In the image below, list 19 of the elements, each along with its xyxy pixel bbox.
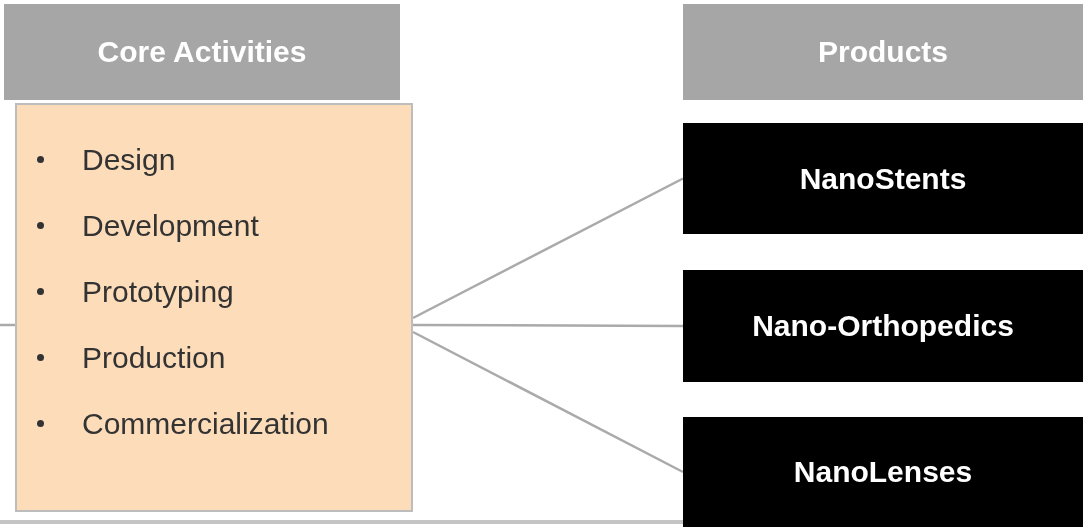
box-label: Nano-Orthopedics (752, 309, 1014, 343)
list-item: Design (82, 142, 176, 177)
connector-line (412, 177, 684, 320)
box-label: NanoLenses (793, 455, 973, 489)
activities-box (15, 103, 413, 512)
box-label: Core Activities (97, 35, 307, 69)
list-item: Prototyping (82, 274, 234, 309)
header-box (683, 4, 1083, 100)
list-item: Development (82, 208, 259, 243)
connector-line (413, 323, 683, 328)
box-label: Products (818, 35, 948, 69)
product-box (683, 270, 1083, 382)
box-label: NanoStents (799, 161, 967, 196)
list-item: Production (82, 340, 226, 375)
list-item: Commercialization (82, 406, 329, 441)
header-box (4, 4, 400, 100)
product-box (683, 417, 1083, 527)
connector-line (412, 330, 684, 474)
product-box (683, 123, 1083, 234)
